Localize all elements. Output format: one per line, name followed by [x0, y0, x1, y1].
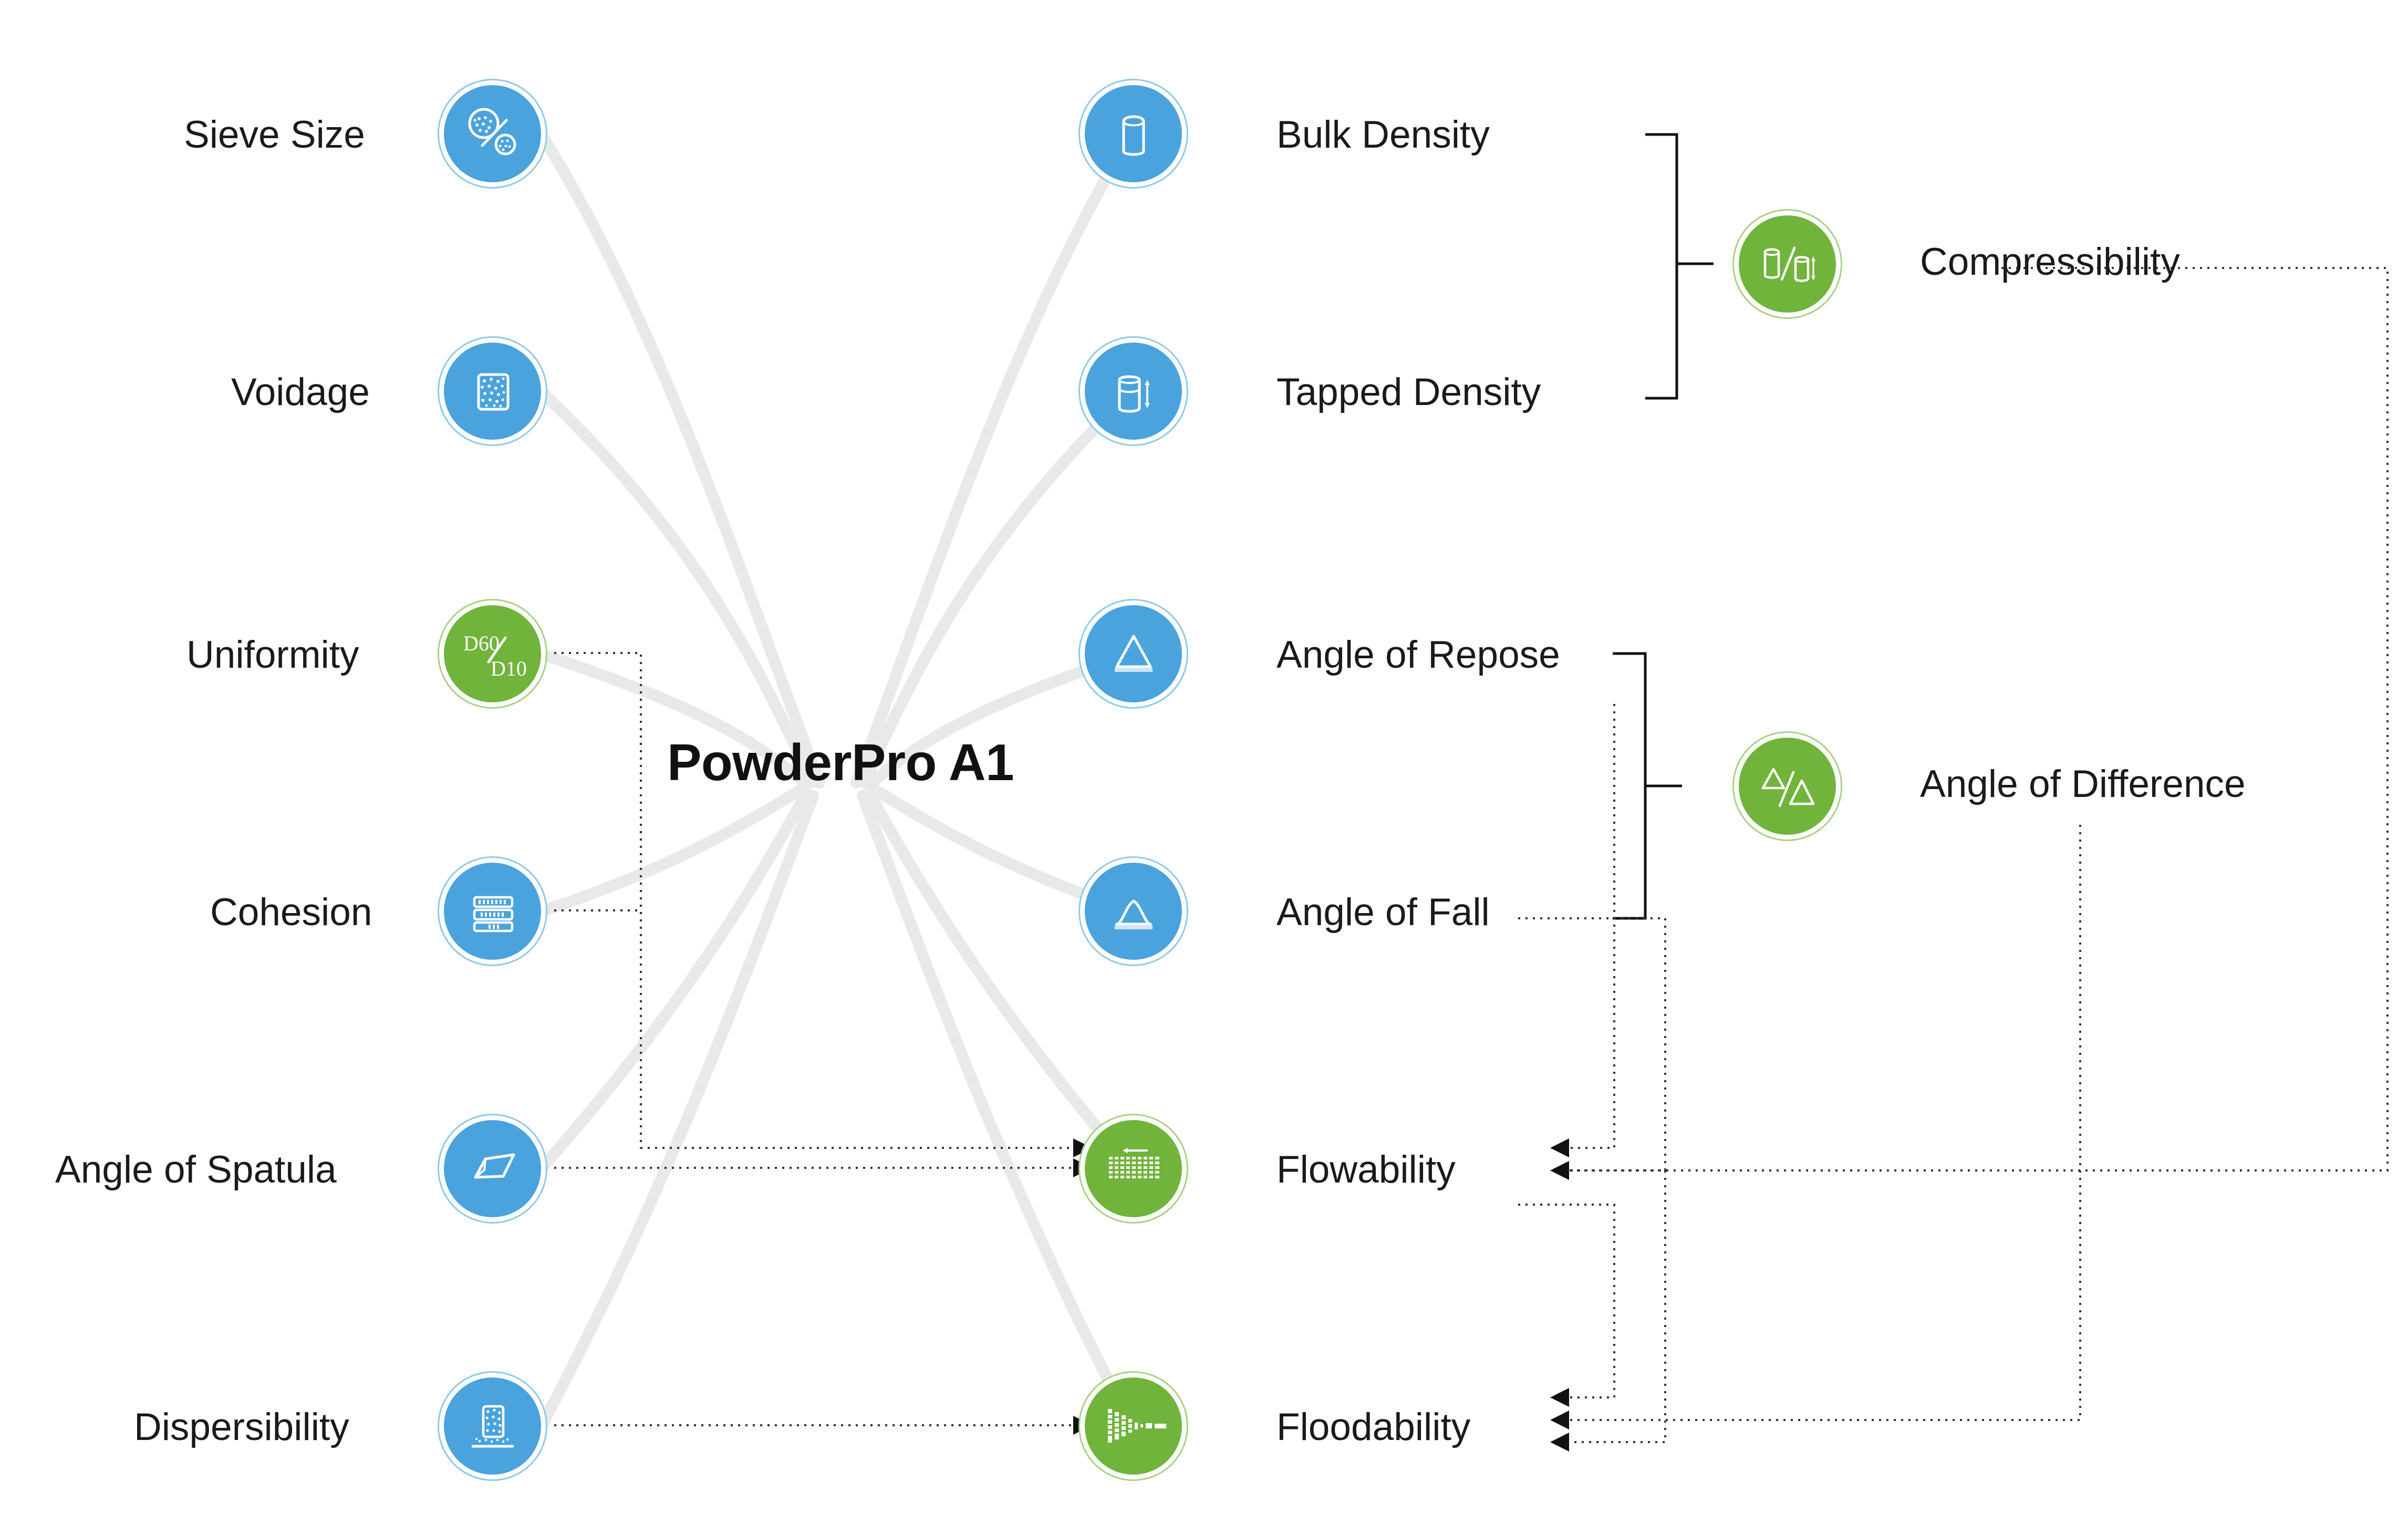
d60-over-d10-icon: D60 D10	[463, 631, 527, 680]
node-voidage[interactable]	[444, 343, 541, 440]
node-angle-of-fall[interactable]	[1085, 863, 1182, 960]
hub-curves	[535, 128, 1138, 1432]
collapsed-heap-icon	[1114, 899, 1153, 929]
label-cohesion: Cohesion	[210, 891, 372, 934]
label-angle-of-spatula: Angle of Spatula	[55, 1148, 337, 1191]
node-tapped-density[interactable]	[1085, 343, 1182, 440]
node-angle-of-difference[interactable]	[1739, 738, 1836, 835]
node-dispersibility[interactable]	[444, 1377, 541, 1475]
compressibility-bracket	[1645, 133, 1714, 400]
label-flowability: Flowability	[1276, 1148, 1456, 1191]
dotted-connectors	[554, 267, 2389, 1452]
label-sieve-size: Sieve Size	[184, 113, 365, 156]
label-compressibility: Compressibility	[1920, 241, 2180, 283]
node-angle-of-spatula[interactable]	[444, 1120, 541, 1217]
tapped-cylinder-icon	[1118, 375, 1150, 412]
center-title: PowderPro A1	[667, 733, 1014, 791]
label-voidage: Voidage	[231, 371, 370, 413]
two-cylinders-ratio-icon	[1763, 246, 1815, 282]
label-angle-of-fall: Angle of Fall	[1276, 891, 1490, 934]
flow-grid-arrow-icon	[1108, 1147, 1159, 1179]
node-angle-of-repose[interactable]	[1085, 605, 1182, 702]
spatula-blade-icon	[474, 1153, 515, 1178]
heaped-cylinder-icon	[1122, 115, 1145, 156]
two-triangles-ratio-icon	[1761, 768, 1814, 807]
label-dispersibility: Dispersibility	[134, 1406, 349, 1448]
label-floodability: Floodability	[1276, 1406, 1471, 1448]
node-floodability[interactable]	[1085, 1377, 1182, 1475]
node-sieve-size[interactable]	[444, 85, 541, 182]
label-bulk-density: Bulk Density	[1276, 113, 1490, 156]
label-uniformity: Uniformity	[186, 634, 359, 676]
node-uniformity[interactable]: D60 D10	[444, 605, 541, 702]
node-compressibility[interactable]	[1739, 215, 1836, 313]
label-angle-of-difference: Angle of Difference	[1920, 763, 2246, 805]
node-flowability[interactable]	[1085, 1120, 1182, 1217]
sieve-particles-icon	[468, 108, 516, 155]
node-bulk-density[interactable]	[1085, 85, 1182, 182]
svg-text:D10: D10	[491, 657, 527, 680]
dispersing-powder-icon	[471, 1405, 514, 1447]
stacked-sieves-icon	[473, 896, 513, 932]
svg-text:D60: D60	[463, 631, 500, 655]
node-cohesion[interactable]	[444, 863, 541, 960]
voidage-container-icon	[477, 373, 509, 410]
label-angle-of-repose: Angle of Repose	[1276, 634, 1560, 676]
flooding-spray-icon	[1106, 1408, 1166, 1443]
angle-of-difference-bracket	[1613, 652, 1682, 920]
label-tapped-density: Tapped Density	[1276, 371, 1541, 413]
cone-heap-icon	[1114, 635, 1153, 672]
